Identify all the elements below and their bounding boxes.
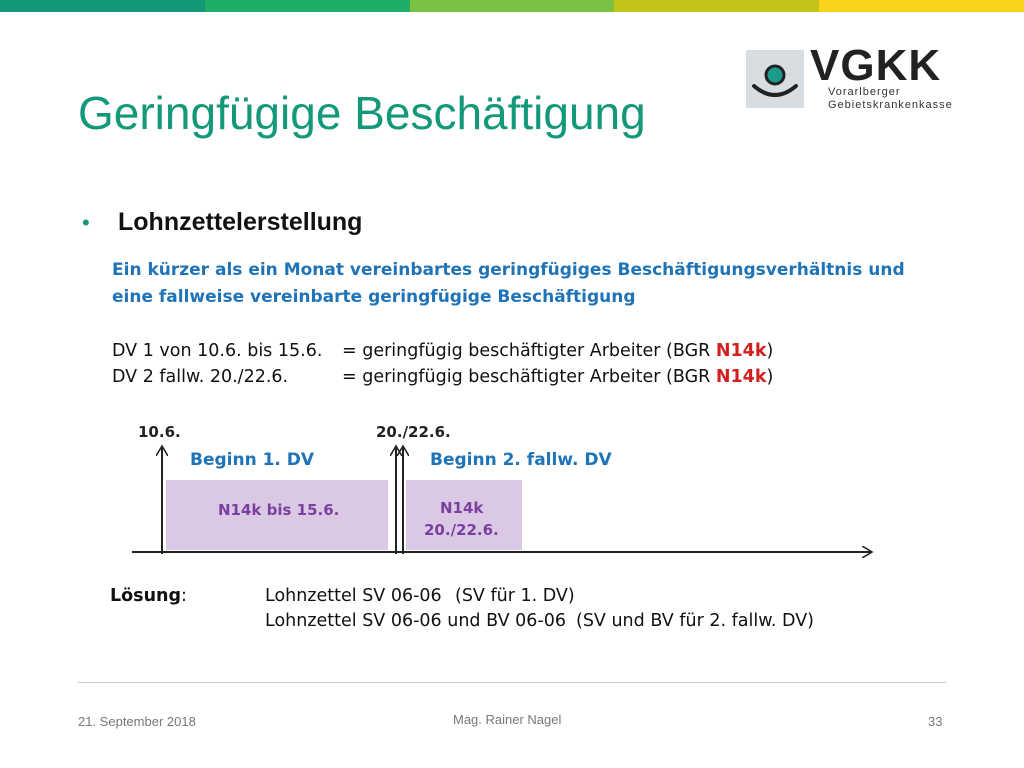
begin-label-1: Beginn 1. DV <box>190 450 315 470</box>
logo-emblem-icon <box>746 50 804 108</box>
logo-subtitle-1: Vorarlberger <box>828 86 901 98</box>
solution-line2-a: Lohnzettel SV 06-06 und BV 06-06 <box>265 611 566 631</box>
dv2-right-suffix: ) <box>766 367 774 387</box>
dv1-left: DV 1 von 10.6. bis 15.6. <box>112 341 323 361</box>
begin-label-2: Beginn 2. fallw. DV <box>430 450 612 470</box>
dv2-right: = geringfügig beschäftigter Arbeiter (BG… <box>342 367 773 387</box>
color-strip-4 <box>614 0 820 12</box>
footer-divider <box>78 682 946 683</box>
date-label-1: 10.6. <box>138 423 181 441</box>
dv1-code: N14k <box>715 341 767 361</box>
box2-label-line2: 20./22.6. <box>424 521 499 539</box>
intro-line-1: Ein kürzer als ein Monat vereinbartes ge… <box>112 260 905 280</box>
solution-line2-b: (SV und BV für 2. fallw. DV) <box>576 611 815 631</box>
logo-wordmark: VGKK <box>810 41 942 90</box>
bullet-marker: • <box>82 210 90 235</box>
page-number: 33 <box>928 714 943 729</box>
dv2-code: N14k <box>715 367 767 387</box>
dv1-right-suffix: ) <box>766 341 774 361</box>
footer-date: 21. September 2018 <box>78 714 196 729</box>
bullet-heading: Lohnzettelerstellung <box>118 208 363 236</box>
slide-title: Geringfügige Beschäftigung <box>78 87 646 139</box>
color-strip-5 <box>819 0 1024 12</box>
dv2-right-text: = geringfügig beschäftigter Arbeiter (BG… <box>342 367 716 387</box>
box2-label-line1: N14k <box>440 499 484 517</box>
dv2-period-box <box>406 480 522 550</box>
intro-line-2: eine fallweise vereinbarte geringfügige … <box>112 287 636 307</box>
dv2-left: DV 2 fallw. 20./22.6. <box>112 367 289 387</box>
dv1-right: = geringfügig beschäftigter Arbeiter (BG… <box>342 341 773 361</box>
color-strip-2 <box>204 0 410 12</box>
date-label-2: 20./22.6. <box>376 423 451 441</box>
color-strip-3 <box>409 0 615 12</box>
box1-label: N14k bis 15.6. <box>218 501 340 519</box>
top-color-bar <box>0 0 1024 12</box>
color-strip-1 <box>0 0 205 12</box>
dv1-period-box <box>166 480 388 550</box>
solution-label: Lösung: <box>110 586 187 606</box>
dv1-right-text: = geringfügig beschäftigter Arbeiter (BG… <box>342 341 716 361</box>
solution-label-text: Lösung <box>110 586 182 606</box>
solution-line1-b: (SV für 1. DV) <box>455 586 575 606</box>
footer-author: Mag. Rainer Nagel <box>453 712 562 727</box>
solution-line1-a: Lohnzettel SV 06-06 <box>265 586 442 606</box>
logo-subtitle-2: Gebietskrankenkasse <box>828 99 953 111</box>
vgkk-logo: VGKK Vorarlberger Gebietskrankenkasse <box>746 44 958 112</box>
solution-colon: : <box>181 586 187 606</box>
